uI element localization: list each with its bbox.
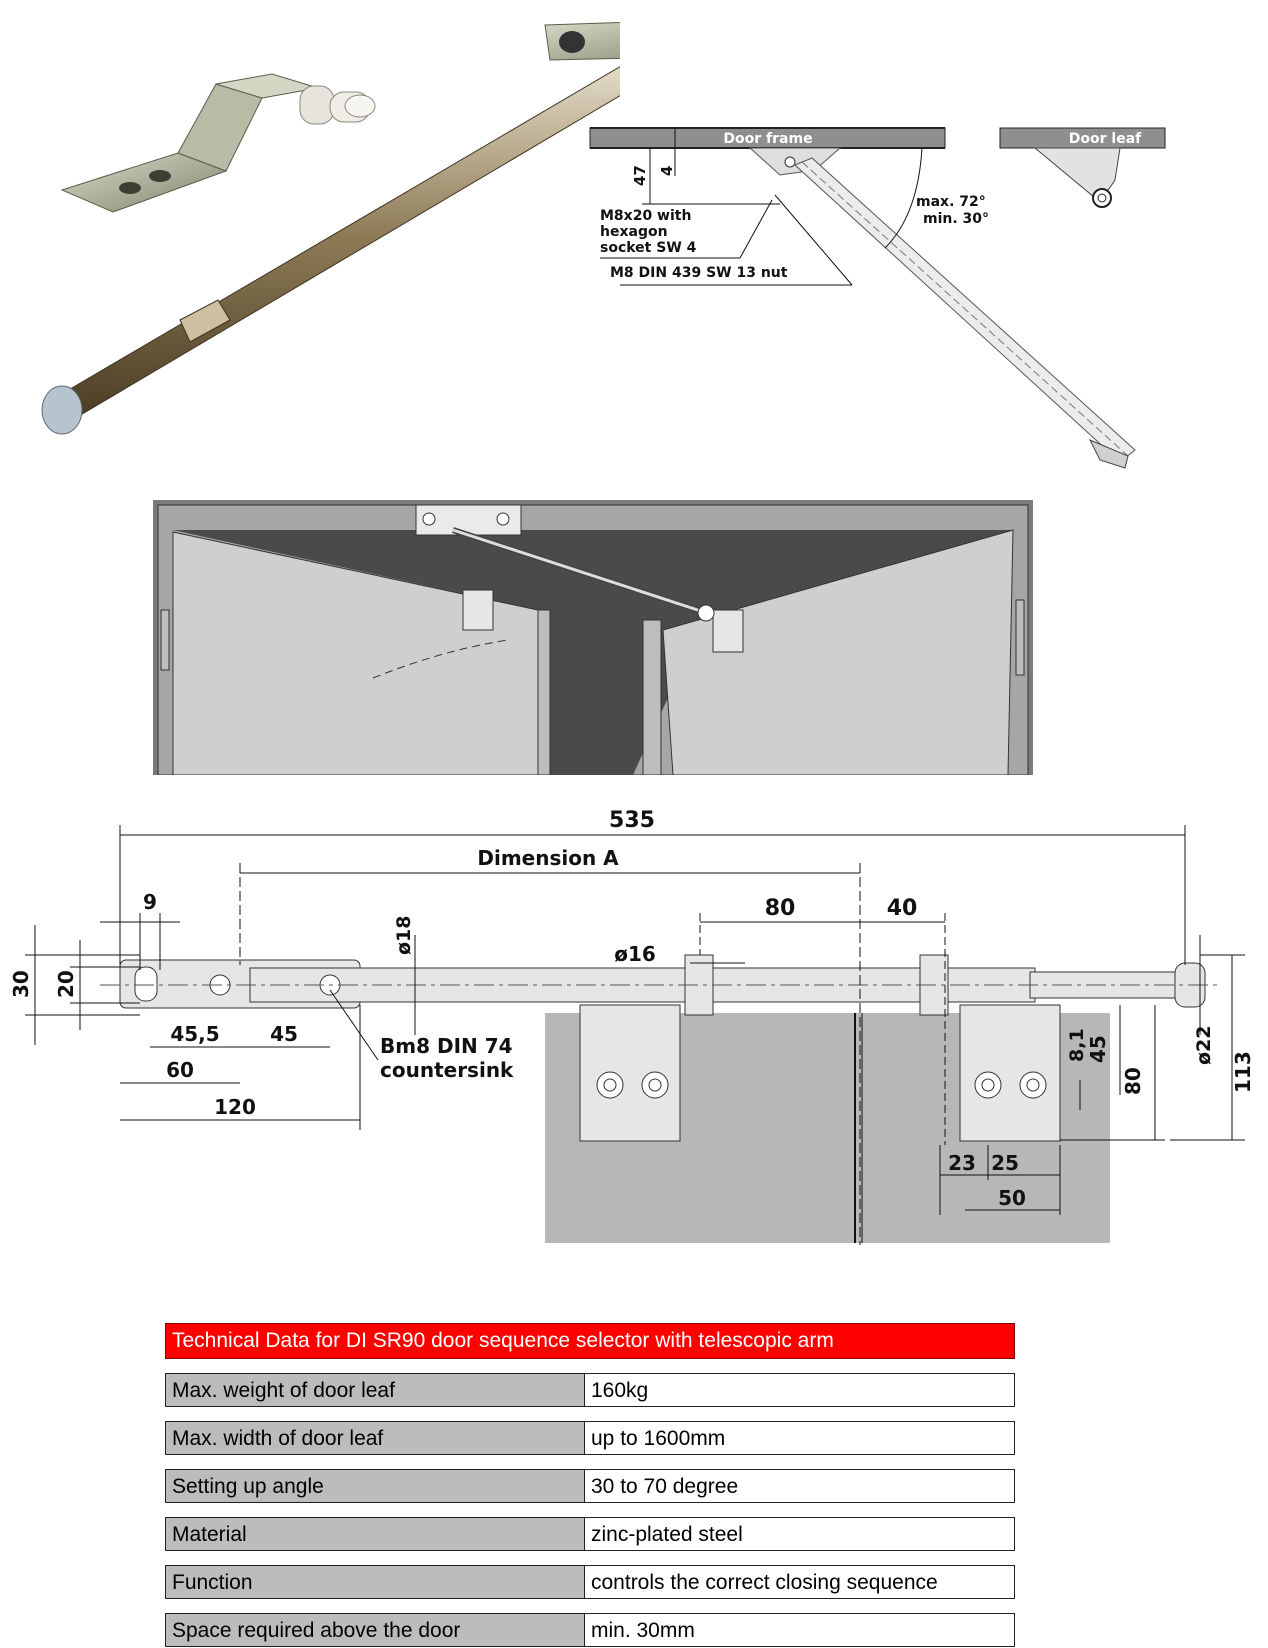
dim-40: 40 bbox=[887, 896, 918, 921]
dim-4: 4 bbox=[658, 166, 676, 176]
screw-label-3: socket SW 4 bbox=[600, 240, 697, 256]
dim-113: 113 bbox=[1231, 1051, 1255, 1093]
dim-50: 50 bbox=[998, 1186, 1026, 1210]
door-frame-label: Door frame bbox=[723, 131, 812, 147]
technical-data-table: Technical Data for DI SR90 door sequence… bbox=[165, 1323, 1015, 1647]
dim-o22: ø22 bbox=[1193, 1026, 1215, 1066]
table-row: Max. width of door leaf up to 1600mm bbox=[165, 1421, 1015, 1455]
table-row: Space required above the door min. 30mm bbox=[165, 1613, 1015, 1647]
table-row: Material zinc-plated steel bbox=[165, 1517, 1015, 1551]
dim-45: 45 bbox=[270, 1022, 298, 1046]
telescopic-arm-photo bbox=[41, 21, 620, 435]
dim-o16: ø16 bbox=[614, 942, 656, 966]
dim-80-right: 80 bbox=[1121, 1067, 1145, 1095]
row-value: 160kg bbox=[585, 1373, 1015, 1407]
dim-8-1: 8,1 bbox=[1066, 1028, 1088, 1062]
screw-label-2: hexagon bbox=[600, 224, 668, 240]
row-value: min. 30mm bbox=[585, 1613, 1015, 1647]
dim-20: 20 bbox=[54, 970, 78, 998]
dim-45-5: 45,5 bbox=[170, 1022, 219, 1046]
dim-45-right: 45 bbox=[1086, 1035, 1110, 1063]
right-mount-bracket bbox=[959, 1004, 1061, 1142]
dim-120: 120 bbox=[214, 1095, 256, 1119]
table-title: Technical Data for DI SR90 door sequence… bbox=[165, 1323, 1015, 1359]
dim-23: 23 bbox=[948, 1151, 976, 1175]
dim-60: 60 bbox=[166, 1058, 194, 1082]
door-leaf-label: Door leaf bbox=[1069, 131, 1142, 147]
dim-25: 25 bbox=[991, 1151, 1019, 1175]
table-row: Setting up angle 30 to 70 degree bbox=[165, 1469, 1015, 1503]
bm8-label-2: countersink bbox=[380, 1058, 514, 1082]
bm8-label-1: Bm8 DIN 74 bbox=[380, 1034, 513, 1058]
dim-47: 47 bbox=[631, 165, 649, 186]
row-value: up to 1600mm bbox=[585, 1421, 1015, 1455]
dimension-drawing: 535 Dimension A 9 80 40 ø18 ø16 30 20 45… bbox=[9, 808, 1255, 1245]
nut-label: M8 DIN 439 SW 13 nut bbox=[610, 265, 788, 281]
row-value: controls the correct closing sequence bbox=[585, 1565, 1015, 1599]
angle-min: min. 30° bbox=[923, 211, 989, 227]
angle-max: max. 72° bbox=[916, 194, 986, 210]
mounting-detail-drawing: Door frame Door leaf 47 4 M8x20 with hex… bbox=[589, 127, 1166, 469]
rod-end-cap bbox=[41, 385, 83, 435]
door-opening bbox=[173, 530, 1013, 775]
screw-label-1: M8x20 with bbox=[600, 208, 691, 224]
dimension-a-label: Dimension A bbox=[477, 846, 619, 870]
row-key: Setting up angle bbox=[165, 1469, 585, 1503]
dim-9: 9 bbox=[143, 890, 157, 914]
dim-535: 535 bbox=[609, 808, 655, 833]
row-key: Max. width of door leaf bbox=[165, 1421, 585, 1455]
left-door-leaf bbox=[172, 531, 549, 775]
right-door-leaf bbox=[662, 529, 1014, 775]
row-key: Max. weight of door leaf bbox=[165, 1373, 585, 1407]
arm-drawing bbox=[794, 157, 1136, 463]
left-mount-bracket bbox=[579, 1004, 681, 1142]
dim-o18: ø18 bbox=[393, 916, 415, 956]
row-value: zinc-plated steel bbox=[585, 1517, 1015, 1551]
dim-80-top: 80 bbox=[765, 896, 796, 921]
table-row: Function controls the correct closing se… bbox=[165, 1565, 1015, 1599]
row-key: Function bbox=[165, 1565, 585, 1599]
table-row: Max. weight of door leaf 160kg bbox=[165, 1373, 1015, 1407]
row-key: Space required above the door bbox=[165, 1613, 585, 1647]
lower-bracket-riser bbox=[177, 83, 263, 172]
row-key: Material bbox=[165, 1517, 585, 1551]
dim-30: 30 bbox=[9, 970, 33, 998]
door-illustration bbox=[153, 500, 1033, 775]
row-value: 30 to 70 degree bbox=[585, 1469, 1015, 1503]
